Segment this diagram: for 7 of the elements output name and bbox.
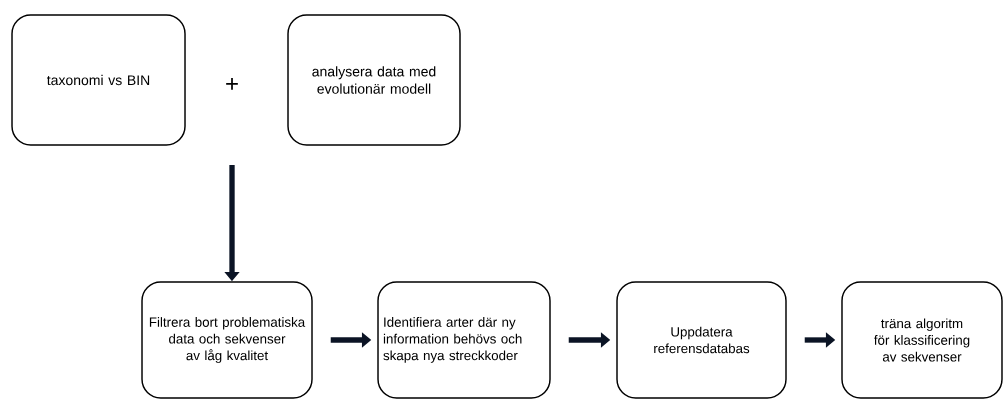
process-box: taxonomi vs BIN <box>11 14 186 146</box>
process-box: Identifiera arter där ny information behövs och skapa nya streckkoder <box>377 281 551 399</box>
process-box: analysera data med evolutionär modell <box>287 14 461 146</box>
process-box: träna algoritm för klassificering av sekvenser <box>841 281 1003 399</box>
process-box: Filtrera bort problematiska data och sekvenser av låg kvalitet <box>141 281 313 399</box>
plus-sign: + <box>226 78 238 90</box>
process-box: Uppdatera referensdatabas <box>616 281 787 399</box>
